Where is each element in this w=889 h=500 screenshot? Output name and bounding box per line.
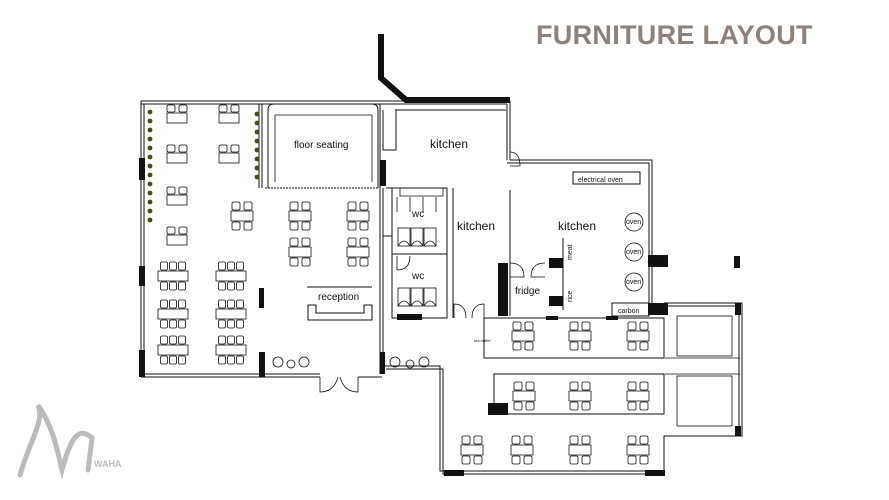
table-2-seat <box>166 104 188 124</box>
page-title: FURNITURE LAYOUT <box>536 20 813 50</box>
table-6-seat <box>215 299 247 329</box>
table-4-seat <box>568 435 592 465</box>
plant <box>147 172 153 178</box>
table-4-seat <box>568 321 592 351</box>
wall-blocks <box>139 158 741 476</box>
plant <box>147 118 153 124</box>
meat-label: meat <box>567 244 574 260</box>
plant <box>147 208 153 214</box>
plant <box>254 174 260 180</box>
table-4-seat <box>626 321 650 351</box>
plant <box>147 163 153 169</box>
table-2-seat <box>218 144 240 164</box>
table-2-seat <box>166 144 188 164</box>
table-2-seat <box>166 226 188 246</box>
logo-text: WAHA <box>94 459 122 469</box>
waha-logo: WAHA <box>17 403 122 480</box>
table-6-seat <box>215 261 247 291</box>
plant <box>147 136 153 142</box>
exterior-wall-stub <box>378 34 510 103</box>
plant <box>147 127 153 133</box>
plant <box>254 120 260 126</box>
plant <box>147 145 153 151</box>
wc-upper-label: wc <box>411 209 424 220</box>
oven-1-label: oven <box>626 219 641 226</box>
ovens <box>624 212 644 292</box>
interior-walls <box>258 104 650 374</box>
plants <box>147 109 260 223</box>
plant <box>147 217 153 223</box>
reception-label: reception <box>318 292 359 303</box>
tea-buffet-label: tea buffet <box>474 338 491 343</box>
table-4-seat <box>626 435 650 465</box>
table-4-seat <box>230 201 254 231</box>
table-6-seat <box>157 261 189 291</box>
table-4-seat <box>568 381 592 411</box>
kitchen-mid-label: kitchen <box>457 219 495 233</box>
plant <box>254 111 260 117</box>
floor-seating-room: floor seating <box>265 103 379 189</box>
kitchen-right-label: kitchen <box>558 219 596 233</box>
plant <box>254 156 260 162</box>
table-6-seat <box>157 299 189 329</box>
table-4-seat <box>510 435 534 465</box>
table-2-seat <box>166 186 188 206</box>
electrical-oven-label: electrical oven <box>578 177 623 184</box>
table-4-seat <box>288 201 312 231</box>
oven-3-label: oven <box>626 279 641 286</box>
table-4-seat <box>346 237 370 267</box>
plant <box>147 181 153 187</box>
rice-label: rice <box>567 291 574 302</box>
side-rooms <box>665 315 740 427</box>
wc-lower-label: wc <box>411 271 424 282</box>
oven-2-label: oven <box>626 249 641 256</box>
plant <box>254 129 260 135</box>
table-4-seat <box>460 435 484 465</box>
carbon-label: carbon <box>618 308 640 315</box>
plant <box>254 147 260 153</box>
table-4-seat <box>346 201 370 231</box>
plant <box>254 165 260 171</box>
plant <box>147 109 153 115</box>
reception-desk <box>307 286 373 321</box>
plant <box>147 199 153 205</box>
plant <box>254 138 260 144</box>
table-4-seat <box>511 321 535 351</box>
tables <box>157 104 650 465</box>
table-4-seat <box>512 381 536 411</box>
lounge-seating <box>272 356 430 369</box>
table-4-seat <box>288 237 312 267</box>
wc-fixtures <box>396 188 444 307</box>
plant <box>147 154 153 160</box>
doors <box>319 151 546 393</box>
plant <box>147 190 153 196</box>
kitchen-top-label: kitchen <box>430 137 468 151</box>
table-6-seat <box>215 335 247 365</box>
floor-seating-label: floor seating <box>294 140 348 151</box>
table-4-seat <box>626 381 650 411</box>
table-2-seat <box>218 104 240 124</box>
table-6-seat <box>157 335 189 365</box>
fridge-label: fridge <box>515 286 540 297</box>
